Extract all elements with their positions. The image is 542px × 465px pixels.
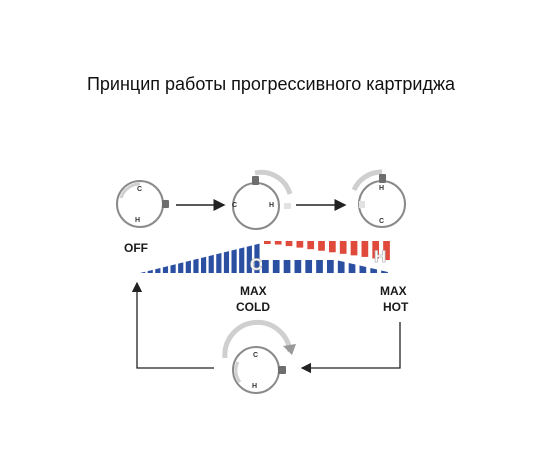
ramp-bar-cold <box>239 247 245 273</box>
ramp-bar-cold <box>140 271 146 273</box>
ramp-bar-cold <box>370 268 378 273</box>
max-cold-label-line2: COLD <box>236 300 270 314</box>
return-arrow-left <box>131 281 214 369</box>
ramp-bar-cold <box>246 245 252 273</box>
max-cold-label-line1: MAX <box>240 284 267 298</box>
ramp-bar-cold <box>262 260 269 273</box>
ramp-bar-hot <box>318 241 325 251</box>
knob-return-icon: C H <box>222 319 296 394</box>
ramp-hot-letter: H <box>374 247 386 266</box>
ramp-bar-hot <box>372 241 380 259</box>
ramp-cold-letter: C <box>250 255 262 274</box>
ramp-bar-cold <box>147 269 153 273</box>
ramp-bar-cold <box>216 252 222 273</box>
ramp-bar-cold <box>162 266 169 273</box>
ramp-bar-cold <box>316 260 323 273</box>
ramp-bar-hot <box>383 241 390 260</box>
ramp-bar-cold <box>294 260 302 273</box>
ramp-bar-hot <box>296 241 304 248</box>
ramp-bar-cold <box>272 260 280 273</box>
return-arrow-right <box>300 322 401 374</box>
max-hot-label-line1: MAX <box>380 284 407 298</box>
knob-h-label: H <box>269 202 274 209</box>
knob-h-label: H <box>379 185 384 192</box>
ramp-bar-cold <box>254 243 260 273</box>
ramp-bar-cold <box>337 260 345 273</box>
ramp-bar-cold <box>359 265 367 273</box>
ramp-bar-hot <box>264 241 271 244</box>
ramp-bar-cold <box>283 260 291 273</box>
knob-h-label: H <box>252 383 257 390</box>
ramp-bar-cold <box>185 260 191 273</box>
ramp-bar-hot <box>350 241 358 256</box>
knob-c-label: C <box>232 202 237 209</box>
ramp-bar-hot <box>307 241 315 250</box>
ramp-bar-cold <box>305 260 313 273</box>
ramp-bar-hot <box>329 241 336 253</box>
ramp-bar-cold <box>170 264 176 273</box>
ramp-bar-cold <box>193 258 199 273</box>
ramp-bar-cold <box>231 249 237 273</box>
knob-off-icon: C H <box>116 180 169 228</box>
diagram-title: Принцип работы прогрессивного картриджа <box>86 74 456 94</box>
knob-c-label: C <box>379 218 384 225</box>
ramp-bar-hot <box>361 241 369 257</box>
ramp-bar-hot <box>274 241 282 245</box>
temperature-ramp <box>140 241 390 273</box>
ramp-bar-hot <box>285 241 293 247</box>
ramp-bar-cold <box>178 262 184 273</box>
knob-cold-icon: C H <box>232 169 293 230</box>
knob-hot-icon: H C <box>351 169 406 228</box>
knob-h-label: H <box>135 217 140 224</box>
off-label: OFF <box>124 241 148 255</box>
knob-c-label: C <box>137 186 142 193</box>
ramp-bar-cold <box>381 270 388 273</box>
max-hot-label-line2: HOT <box>383 300 409 314</box>
knob-c-label: C <box>253 352 258 359</box>
ramp-bar-cold <box>348 263 356 273</box>
ramp-bar-cold <box>155 267 161 273</box>
ramp-bar-hot <box>339 241 347 254</box>
ramp-bar-cold <box>223 251 230 273</box>
ramp-bar-cold <box>327 260 334 273</box>
ramp-bar-cold <box>201 256 207 273</box>
ramp-bar-cold <box>208 254 214 273</box>
